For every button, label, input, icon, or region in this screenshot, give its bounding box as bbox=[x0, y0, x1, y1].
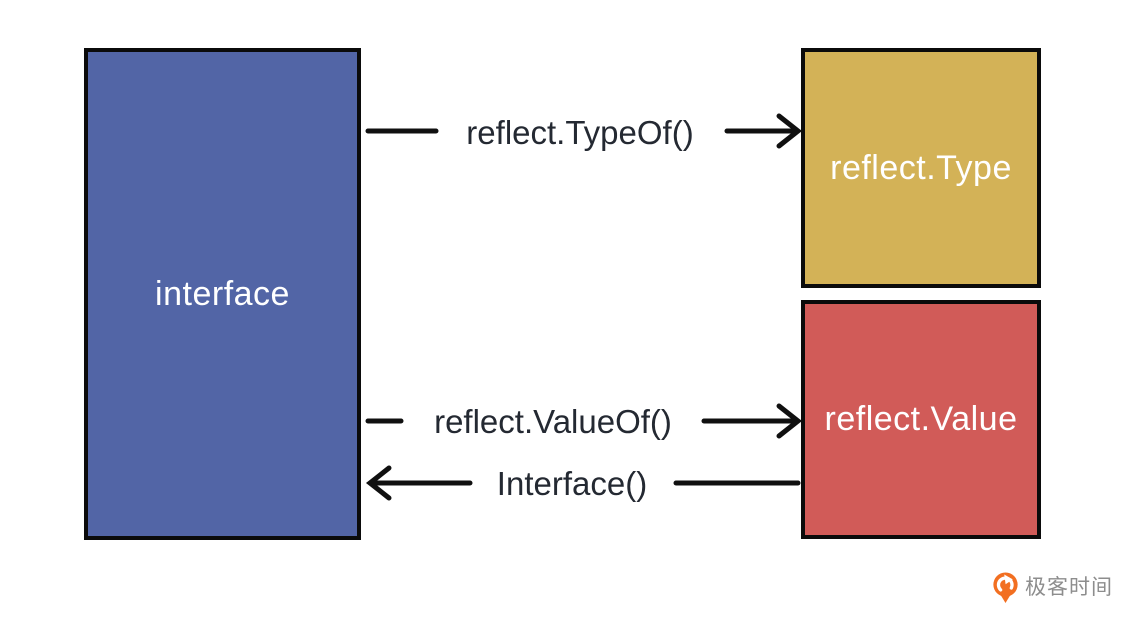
reflect-value-box-label: reflect.Value bbox=[824, 400, 1018, 438]
reflect-type-box: reflect.Type bbox=[801, 48, 1041, 288]
typeof-arrowhead-icon bbox=[776, 113, 803, 149]
interface-arrowhead-icon bbox=[365, 465, 392, 501]
brand-logo-text: 极客时间 bbox=[1025, 576, 1113, 599]
geektime-logo-icon bbox=[993, 572, 1018, 604]
reflect-value-box: reflect.Value bbox=[801, 300, 1041, 539]
valueof-arrowhead-icon bbox=[776, 403, 803, 439]
valueof-arrow-label: reflect.ValueOf() bbox=[434, 403, 672, 440]
brand-logo: 极客时间 bbox=[992, 571, 1113, 604]
reflect-type-box-label: reflect.Type bbox=[830, 148, 1012, 187]
interface-box: interface bbox=[84, 48, 361, 540]
typeof-arrow-label: reflect.TypeOf() bbox=[466, 114, 694, 151]
interface-box-label: interface bbox=[155, 274, 290, 313]
interface-arrow-label: Interface() bbox=[496, 465, 648, 502]
